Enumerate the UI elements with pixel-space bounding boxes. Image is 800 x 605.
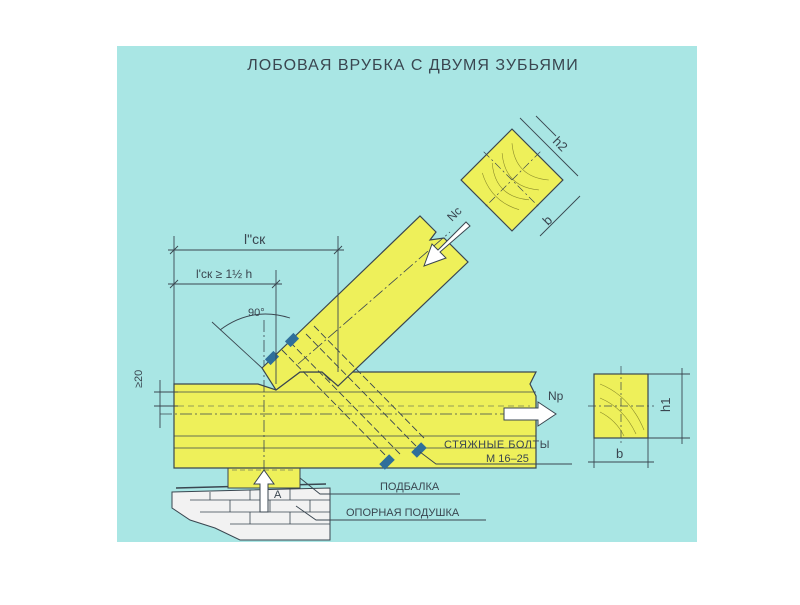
inclined-rafter [261, 215, 469, 391]
tie-bolts [264, 325, 427, 470]
beam-cross-section [588, 366, 690, 468]
angle-90-label: 90° [248, 307, 265, 319]
podushka-label: ОПОРНАЯ ПОДУШКА [346, 507, 460, 519]
dimension-min-offset [154, 380, 178, 428]
dimension-min-offset-label: ≥20 [133, 370, 145, 388]
bolt-washer-icon [284, 332, 300, 348]
point-a-label: A [274, 489, 282, 501]
rafter-cross-section [460, 115, 581, 237]
bolt-washer-icon [411, 442, 427, 458]
reaction-arrow-a [253, 469, 275, 513]
leader-lines [295, 451, 572, 521]
bolt-washer-icon [264, 350, 280, 366]
support-pad-masonry [171, 483, 331, 541]
force-label-np: Np [548, 389, 564, 403]
dimension-b-beam-label: b [616, 446, 623, 461]
bolt-washer-icon [379, 454, 395, 470]
main-beam [160, 320, 540, 492]
dimension-h1-label: h1 [658, 398, 673, 412]
force-arrow-nc [423, 221, 471, 267]
dimension-l-single [168, 270, 282, 384]
podbalka-label: ПОДБАЛКА [380, 481, 440, 493]
dimension-l-double-label: l"ск [244, 231, 266, 247]
angle-90-marker [211, 313, 291, 369]
dimension-l-single-label: l'ск ≥ 1½ h [196, 267, 252, 281]
force-arrow-np [503, 401, 557, 427]
diagram-title: ЛОБОВАЯ ВРУБКА С ДВУМЯ ЗУБЬЯМИ [247, 57, 578, 74]
dimension-l-double [168, 236, 344, 384]
bolts-label: СТЯЖНЫЕ БОЛТЫ [444, 439, 550, 451]
bolts-size-label: М 16–25 [486, 453, 529, 465]
